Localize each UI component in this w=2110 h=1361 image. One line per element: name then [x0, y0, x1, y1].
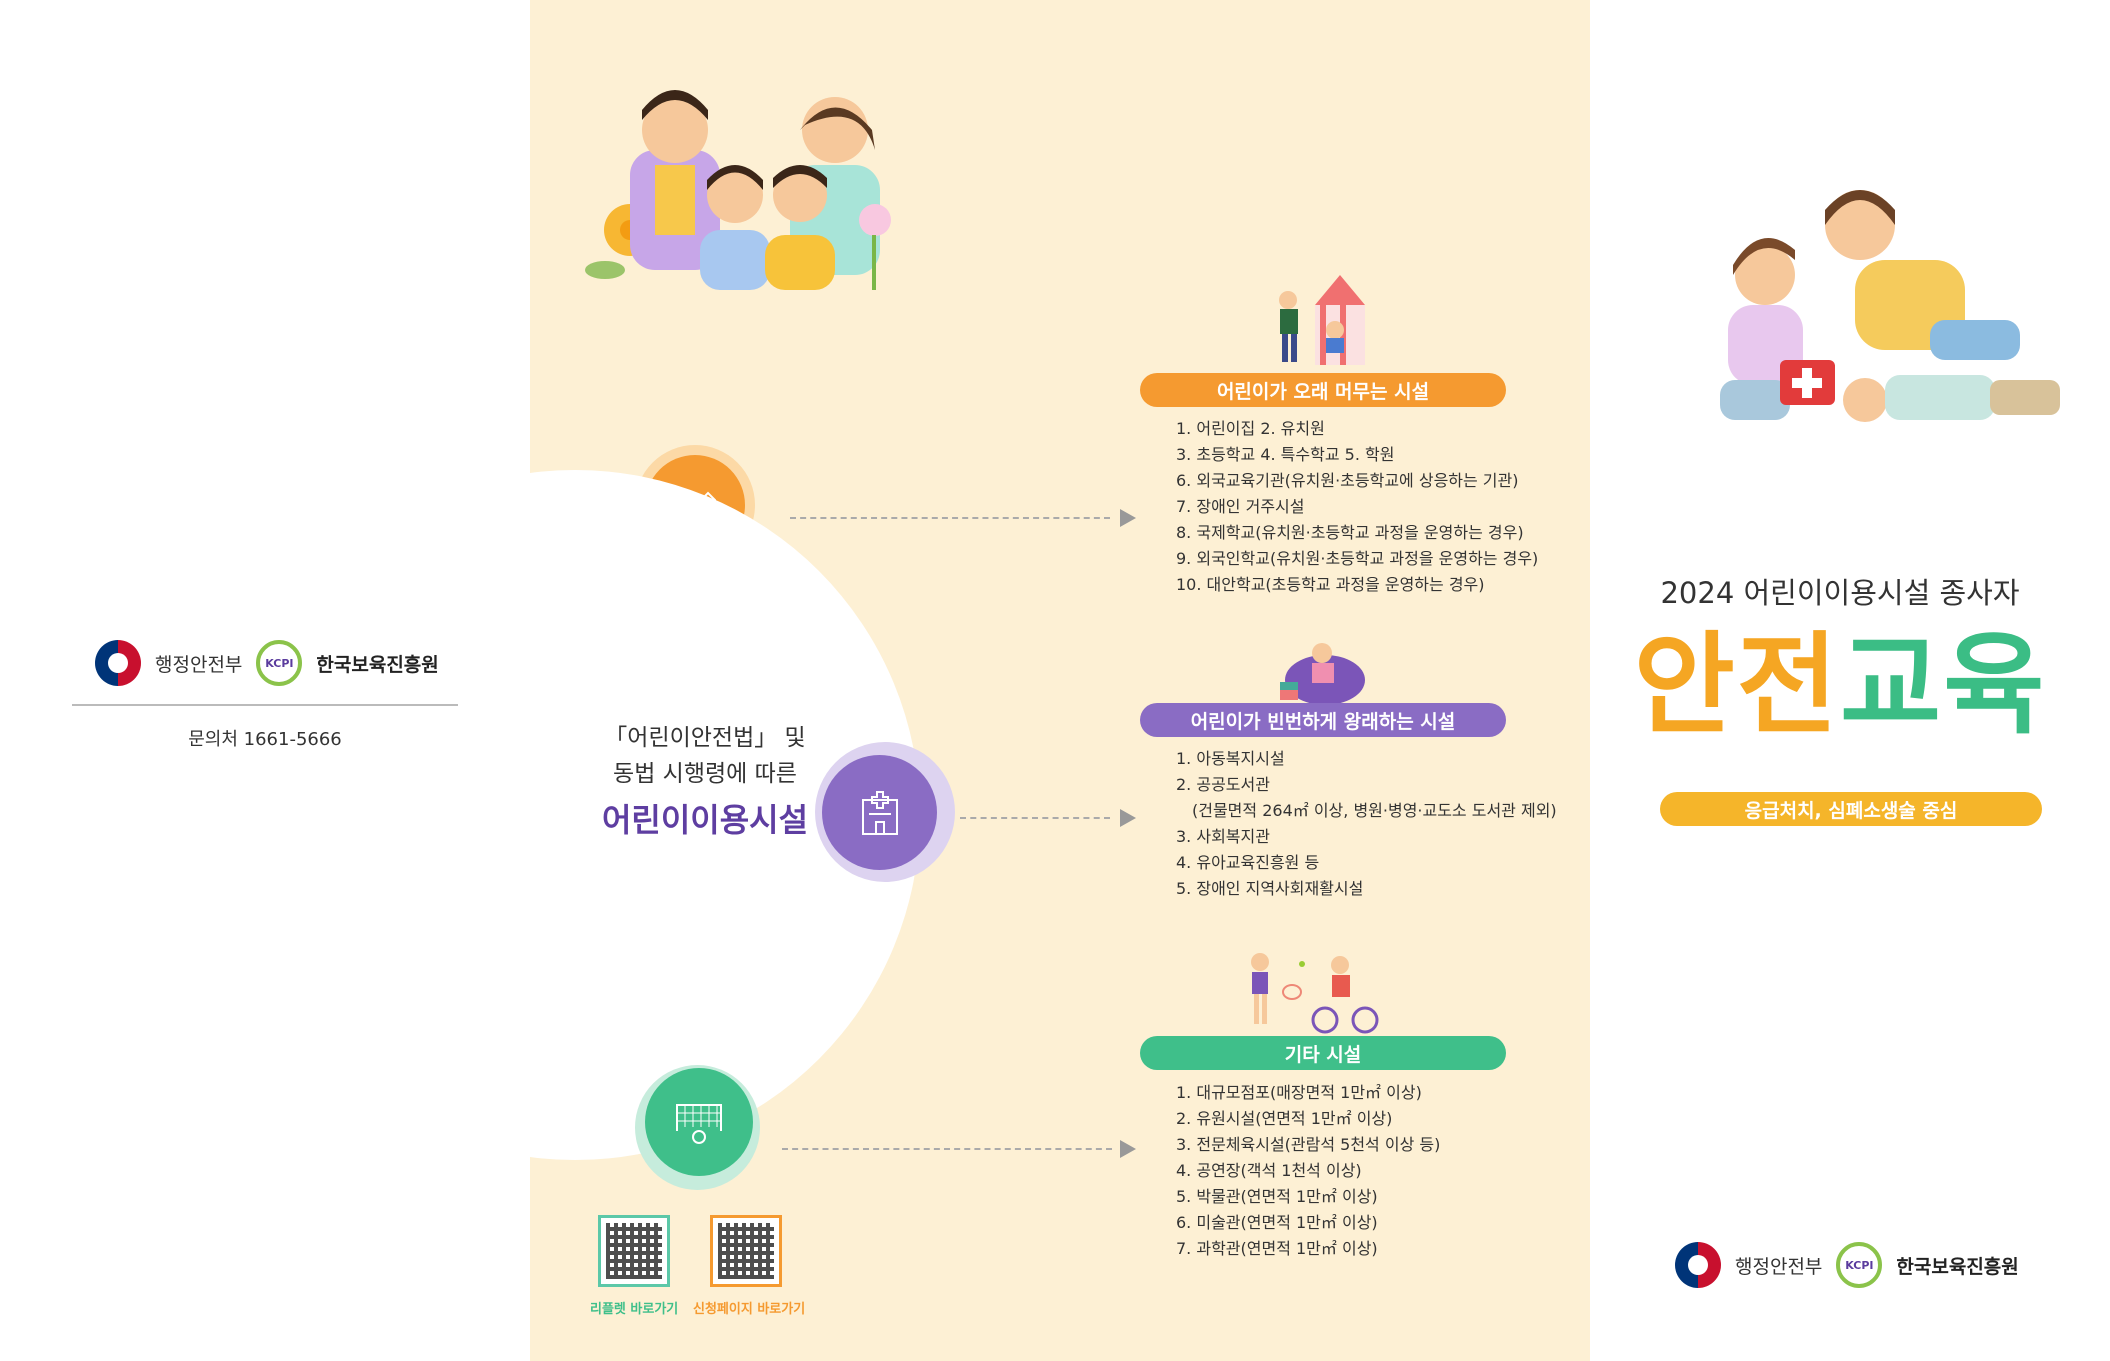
group-2-list: 1. 아동복지시설 2. 공공도서관 (건물면적 264㎡ 이상, 병원·병영·…	[1176, 746, 1557, 902]
qr-code-icon	[606, 1223, 662, 1279]
qr-apply-label[interactable]: 신청페이지 바로가기	[693, 1302, 806, 1317]
frequent-visit-node	[822, 755, 937, 870]
arrow-2	[1120, 809, 1136, 827]
focus-pill: 응급처치, 심폐소생술 중심	[1660, 792, 2042, 826]
qr-leaflet[interactable]	[598, 1215, 670, 1287]
group-1-list: 1. 어린이집 2. 유치원 3. 초등학교 4. 특수학교 5. 학원 6. …	[1176, 416, 1538, 598]
arrow-1	[1120, 509, 1136, 527]
arrow-3	[1120, 1140, 1136, 1158]
hospital-icon	[861, 790, 898, 835]
kcpi-badge-text: KCPI	[1845, 1258, 1874, 1272]
list-item: 5. 박물관(연면적 1만㎡ 이상)	[1176, 1187, 1378, 1206]
group-3-list: 1. 대규모점포(매장면적 1만㎡ 이상) 2. 유원시설(연면적 1만㎡ 이상…	[1176, 1080, 1440, 1262]
soccer-goal-icon	[676, 1104, 722, 1144]
connector-line-2	[960, 817, 1110, 819]
connector-line-1	[790, 517, 1110, 519]
list-item: 1. 대규모점포(매장면적 1만㎡ 이상)	[1176, 1083, 1422, 1102]
qr-code-icon	[718, 1223, 774, 1279]
kcpi-logo-icon: KCPI	[1836, 1242, 1883, 1288]
contact-info: 문의처 1661-5666	[188, 729, 342, 750]
list-item: 7. 과학관(연면적 1만㎡ 이상)	[1176, 1239, 1378, 1258]
subtitle: 2024 어린이이용시설 종사자	[1660, 576, 2020, 610]
list-item: 4. 유아교육진흥원 등	[1176, 853, 1320, 872]
list-item: 2. 유원시설(연면적 1만㎡ 이상)	[1176, 1109, 1393, 1128]
list-item: 3. 초등학교 4. 특수학교 5. 학원	[1176, 445, 1395, 464]
org-mois-label: 행정안전부	[155, 653, 243, 676]
main-title: 안전교육	[1620, 620, 2060, 750]
group-1-title: 어린이가 오래 머무는 시설	[1140, 373, 1506, 407]
taegeuk-emblem-icon	[1675, 1242, 1721, 1288]
list-item: 8. 국제학교(유치원·초등학교 과정을 운영하는 경우)	[1176, 523, 1524, 542]
sports-kids-illustration	[1251, 953, 1379, 1034]
left-divider	[72, 704, 458, 706]
org-kcpi-label: 한국보육진흥원	[1896, 1255, 2019, 1278]
list-item: (건물면적 264㎡ 이상, 병원·병영·교도소 도서관 제외)	[1192, 801, 1557, 820]
list-item: 6. 외국교육기관(유치원·초등학교에 상응하는 기관)	[1176, 471, 1519, 490]
list-item: 3. 전문체육시설(관람석 5천석 이상 등)	[1176, 1135, 1441, 1154]
qr-leaflet-label[interactable]: 리플렛 바로가기	[590, 1302, 679, 1317]
list-item: 7. 장애인 거주시설	[1176, 497, 1305, 516]
group-2-title: 어린이가 빈번하게 왕래하는 시설	[1140, 703, 1506, 737]
family-illustration	[585, 90, 891, 290]
law-line-2: 동법 시행령에 따른	[613, 761, 797, 787]
title-education: 교육	[1840, 621, 2047, 749]
law-caption: 「어린이안전법」 및 동법 시행령에 따른	[540, 720, 870, 792]
list-item: 5. 장애인 지역사회재활시설	[1176, 879, 1364, 898]
law-line-1: 「어린이안전법」 및	[604, 725, 806, 751]
list-item: 1. 아동복지시설	[1176, 749, 1285, 768]
middle-panel: 어린이가 오래 머무는 시설 1. 어린이집 2. 유치원 3. 초등학교 4.…	[530, 0, 1590, 1361]
kcpi-logo-icon: KCPI	[256, 640, 303, 686]
qr-apply[interactable]	[710, 1215, 782, 1287]
cpr-illustration	[1720, 190, 2060, 422]
list-item: 3. 사회복지관	[1176, 827, 1270, 846]
org-kcpi-label: 한국보육진흥원	[316, 653, 439, 676]
left-logos: 행정안전부 KCPI 한국보육진흥원	[95, 638, 475, 688]
kcpi-badge-text: KCPI	[265, 656, 294, 670]
group-3-title: 기타 시설	[1140, 1036, 1506, 1070]
reading-kid-illustration	[1280, 643, 1365, 705]
taegeuk-emblem-icon	[95, 640, 141, 686]
law-title: 어린이이용시설	[601, 801, 809, 839]
list-item: 1. 어린이집 2. 유치원	[1176, 419, 1325, 438]
list-item: 10. 대안학교(초등학교 과정을 운영하는 경우)	[1176, 575, 1485, 594]
title-safety: 안전	[1633, 621, 1840, 749]
list-item: 4. 공연장(객석 1천석 이상)	[1176, 1161, 1362, 1180]
list-item: 6. 미술관(연면적 1만㎡ 이상)	[1176, 1213, 1378, 1232]
other-facility-node	[645, 1068, 753, 1176]
list-item: 2. 공공도서관	[1176, 775, 1270, 794]
list-item: 9. 외국인학교(유치원·초등학교 과정을 운영하는 경우)	[1176, 549, 1539, 568]
connector-line-3	[782, 1148, 1112, 1150]
right-logos: 행정안전부 KCPI 한국보육진흥원	[1675, 1240, 2075, 1290]
tent-kids-illustration	[1279, 275, 1365, 365]
org-mois-label: 행정안전부	[1735, 1255, 1823, 1278]
